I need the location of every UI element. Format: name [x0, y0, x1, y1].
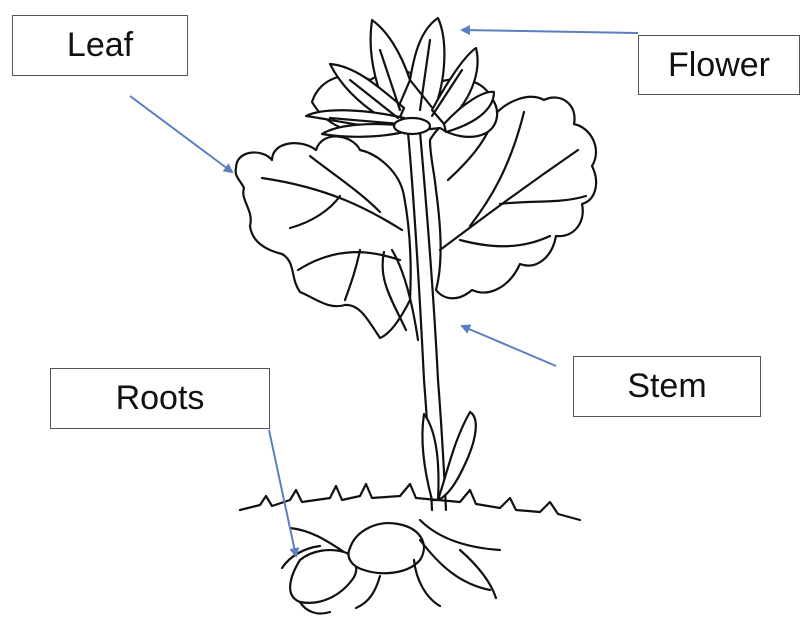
arrow-flower — [462, 30, 638, 33]
stem-label: Stem — [627, 367, 706, 406]
roots-drawing — [282, 520, 500, 614]
stem-label-box: Stem — [573, 356, 761, 417]
ground-drawing — [240, 484, 580, 520]
arrow-leaf — [130, 96, 232, 172]
flower-label: Flower — [668, 46, 770, 85]
flower-label-box: Flower — [638, 35, 800, 95]
arrow-stem — [462, 326, 556, 366]
roots-label: Roots — [116, 379, 205, 418]
leaf-label-box: Leaf — [12, 15, 188, 76]
arrow-roots — [269, 430, 296, 556]
leaf-label: Leaf — [67, 26, 133, 65]
roots-label-box: Roots — [50, 368, 270, 429]
